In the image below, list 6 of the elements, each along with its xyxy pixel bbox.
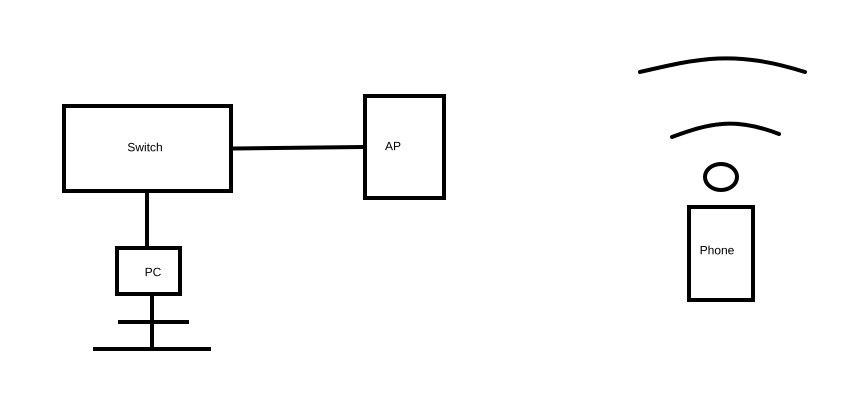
- connector-line: [232, 145, 364, 150]
- device-box: Switch: [62, 104, 233, 193]
- device-box: Phone: [687, 205, 755, 302]
- device-box: PC: [115, 246, 182, 296]
- device-box: AP: [363, 94, 446, 200]
- connector-line: [145, 193, 149, 246]
